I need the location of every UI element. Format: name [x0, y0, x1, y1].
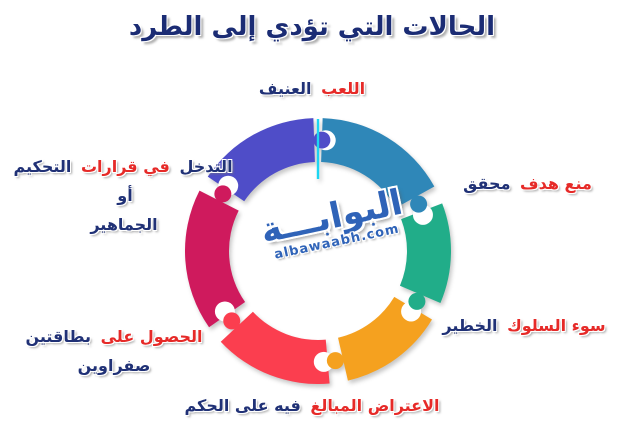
label-prevent-goal: منع هدف محقق — [440, 169, 615, 198]
puzzle-knob-bottom-orange — [326, 352, 344, 370]
label-referee-interference-l1p2: في قرارات — [80, 157, 170, 176]
label-violent-play-part1: اللعب — [321, 79, 366, 98]
label-serious-misconduct-part2: الخطير — [442, 316, 498, 335]
label-referee-interference-l2p1: الجماهير — [90, 215, 158, 234]
label-violent-play: اللعب العنيف — [0, 74, 624, 103]
segment-left-crimson — [185, 190, 246, 328]
label-referee-interference-line1: التدخل في قرارات التحكيم أو — [8, 152, 240, 210]
label-two-yellow-cards-l2p1: صفراوين — [77, 356, 151, 375]
segment-right-green — [399, 203, 451, 303]
label-excessive-objection-part2: فيه على الحكم — [184, 396, 301, 415]
cyan-divider-line — [316, 119, 320, 179]
page-title: الحالات التي تؤدي إلى الطرد — [128, 12, 496, 42]
segment-bottom-left-red — [220, 311, 330, 384]
label-prevent-goal-part2: محقق — [463, 174, 511, 193]
label-serious-misconduct-part1: سوء السلوك — [507, 316, 606, 335]
label-referee-interference-l1p1: التدخل — [179, 157, 233, 176]
label-two-yellow-cards-l1p2: بطاقتين — [25, 327, 92, 346]
label-two-yellow-cards-line2: صفراوين — [8, 351, 220, 380]
label-excessive-objection: الاعتراض المبالغ فيه على الحكم — [0, 391, 624, 420]
label-referee-interference-l1p3: التحكيم أو — [13, 157, 133, 205]
label-two-yellow-cards-l1p1: الحصول على — [100, 327, 203, 346]
label-two-yellow-cards: الحصول على بطاقتين صفراوين — [8, 322, 220, 380]
puzzle-knob-top-left-purple — [313, 131, 331, 149]
puzzle-knob-bottom-left-red — [223, 312, 241, 330]
label-two-yellow-cards-line1: الحصول على بطاقتين — [8, 322, 220, 351]
puzzle-knob-top-right-blue — [410, 195, 428, 213]
label-serious-misconduct: سوء السلوك الخطير — [438, 311, 610, 340]
puzzle-knob-right-green — [408, 292, 426, 310]
label-excessive-objection-part1: الاعتراض المبالغ — [310, 396, 440, 415]
label-violent-play-part2: العنيف — [258, 79, 312, 98]
segment-top-right-blue — [321, 118, 435, 208]
label-referee-interference-line2: الجماهير — [8, 210, 240, 239]
label-referee-interference: التدخل في قرارات التحكيم أو الجماهير — [8, 152, 240, 239]
label-prevent-goal-part1: منع هدف — [520, 174, 592, 193]
puzzle-knob-left-crimson — [214, 185, 232, 203]
